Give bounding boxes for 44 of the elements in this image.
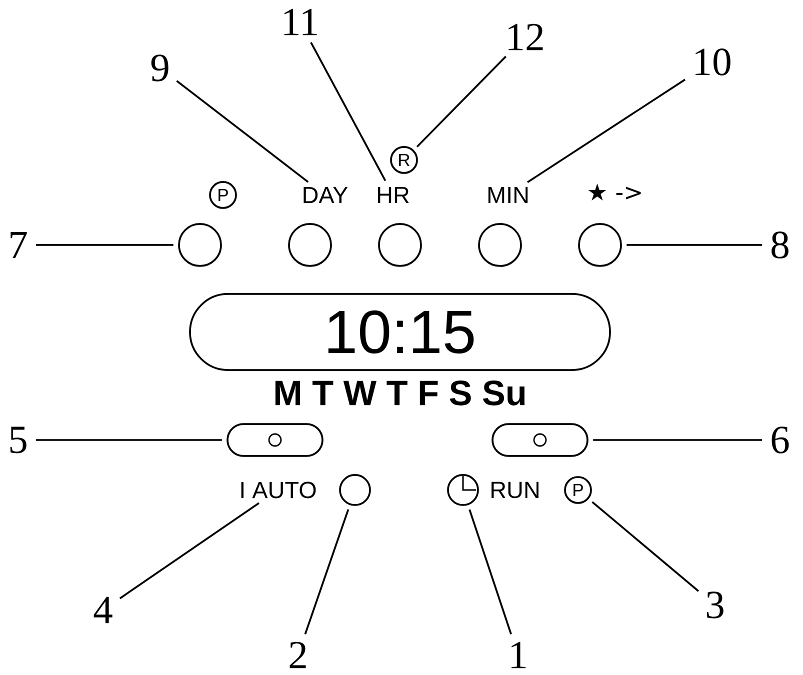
symbol-label: R (390, 146, 418, 174)
button-label: MIN (488, 186, 528, 204)
callout-number: 6 (772, 426, 789, 454)
leader-line (310, 42, 386, 182)
callout-number: 7 (10, 232, 27, 258)
symbol-label: P (209, 181, 237, 209)
leader-line (626, 244, 762, 246)
leader-line (36, 244, 174, 246)
callout-number: 10 (696, 48, 730, 76)
callout-number: 4 (94, 596, 112, 624)
symbol-label: P (564, 476, 592, 504)
button-label: RUN (492, 482, 538, 498)
display-panel: 10:15 (189, 293, 611, 371)
callout-number: 12 (508, 24, 543, 50)
leader-line (527, 78, 686, 184)
round-button (478, 223, 522, 267)
leader-line (304, 509, 350, 634)
leader-line (593, 439, 762, 441)
slide-switch (492, 423, 588, 457)
round-button (178, 223, 222, 267)
callout-number: 2 (290, 642, 306, 668)
round-button (378, 223, 422, 267)
round-button (288, 223, 332, 267)
leader-line (468, 509, 512, 634)
weekday-row: M T W T F S Su (275, 380, 525, 406)
callout-number: 3 (706, 592, 724, 618)
leader-line (416, 56, 507, 148)
callout-number: 1 (512, 642, 526, 668)
callout-number: 8 (772, 232, 788, 258)
button-label: DAY (304, 186, 348, 204)
button-label: I AUTO (241, 482, 316, 498)
round-button (578, 223, 622, 267)
round-button (339, 474, 371, 506)
leader-line (119, 502, 260, 600)
callout-number: 11 (284, 8, 317, 36)
slide-switch (226, 423, 324, 457)
clock-icon (447, 474, 479, 506)
leader-line (592, 501, 700, 592)
leader-line (176, 80, 309, 183)
leader-line (36, 439, 222, 441)
button-label: ★ -> (588, 183, 641, 201)
callout-number: 5 (10, 426, 26, 454)
button-label: HR (378, 186, 409, 204)
callout-number: 9 (151, 54, 168, 82)
